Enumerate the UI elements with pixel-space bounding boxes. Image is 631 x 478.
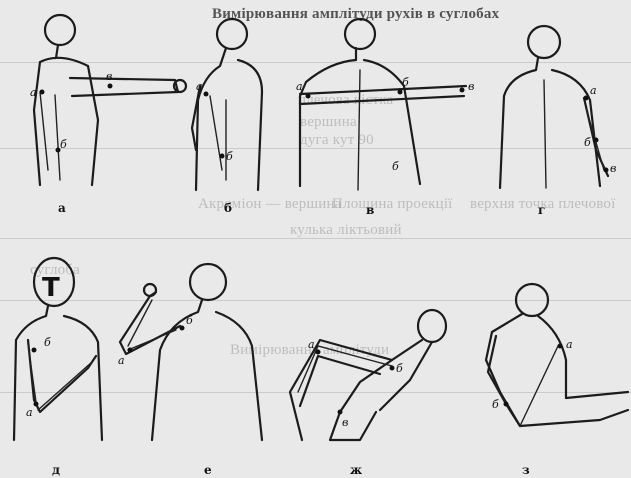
label: б <box>396 362 403 375</box>
caption: б <box>224 201 232 215</box>
caption: ж <box>350 463 362 477</box>
figure-b: а б б <box>192 19 262 215</box>
label: б <box>392 160 399 173</box>
label: б <box>402 76 409 89</box>
label: а <box>196 80 203 93</box>
figure-d: Т б а д <box>14 258 102 477</box>
caption: д <box>52 463 60 477</box>
figure-e: б а е <box>118 264 262 477</box>
label: б <box>226 150 233 163</box>
figure-z: б а з <box>486 284 628 477</box>
label: Т <box>42 273 60 303</box>
label: а <box>26 406 33 419</box>
label: в <box>610 162 616 175</box>
figure-v: а б б в в <box>296 19 474 217</box>
label: в <box>468 80 474 93</box>
label: а <box>590 84 597 97</box>
label: а <box>566 338 573 351</box>
label: б <box>584 136 591 149</box>
label: в <box>106 70 112 83</box>
label: б <box>60 138 67 151</box>
label: в <box>342 416 348 429</box>
caption: з <box>522 463 530 477</box>
label: а <box>30 86 37 99</box>
figure-g: а б в г <box>500 26 616 217</box>
caption: г <box>538 203 545 217</box>
caption: е <box>204 463 212 477</box>
label: а <box>308 338 315 351</box>
label: б <box>492 398 499 411</box>
label: а <box>296 80 303 93</box>
label: б <box>44 336 51 349</box>
caption: в <box>366 203 374 217</box>
label: б <box>186 314 193 327</box>
figure-zh: а б в ж <box>290 310 446 477</box>
label: а <box>118 354 125 367</box>
caption: а <box>58 201 66 215</box>
figure-a: а в б а <box>30 15 186 215</box>
